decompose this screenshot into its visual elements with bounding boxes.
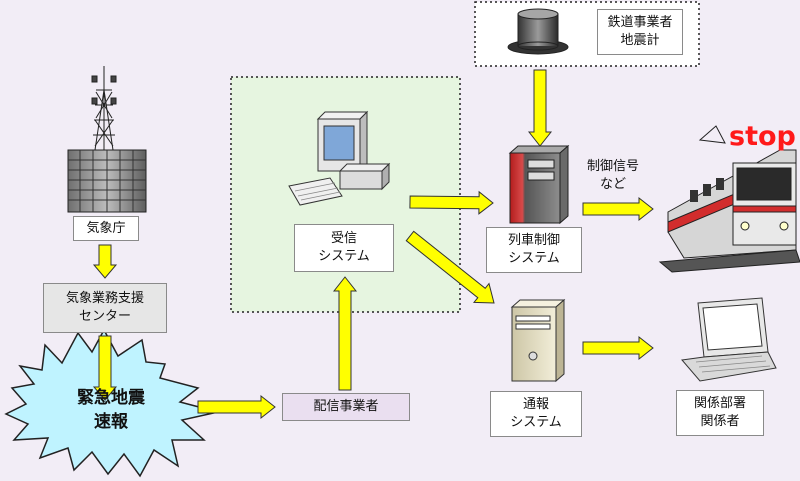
receiver-label: 受信 システム	[294, 224, 394, 272]
eew-line-1: 緊急地震	[77, 388, 145, 408]
receiver-line-1: 受信	[330, 231, 357, 246]
control-signal-line-2: など	[599, 177, 626, 192]
jma-building-icon	[67, 149, 147, 213]
seismometer-icon	[507, 8, 569, 55]
support-center-line-2: センター	[78, 309, 131, 324]
control-signal-line-1: 制御信号	[586, 159, 639, 174]
eew-line-2: 速報	[94, 412, 128, 432]
train-control-line-1: 列車制御	[507, 233, 560, 248]
eew-burst-shape	[4, 328, 219, 478]
arrow-jma-to-support	[92, 244, 118, 279]
receiver-line-2: システム	[318, 249, 370, 264]
seismometer-line-2: 地震計	[620, 33, 660, 48]
computer-icon	[288, 110, 391, 206]
notification-line-2: システム	[510, 415, 562, 430]
control-signal-label: 制御信号 など	[570, 158, 656, 194]
staff-line-1: 関係部署	[693, 396, 746, 411]
staff-line-2: 関係者	[700, 414, 740, 429]
arrow-support-to-eew	[92, 335, 118, 401]
arrow-distributor-to-receiver	[332, 276, 358, 391]
arrow-seismometer-to-control	[527, 69, 553, 147]
support-center-line-1: 気象業務支援	[65, 291, 144, 306]
arrow-receiver-to-notification	[405, 230, 495, 304]
arrow-receiver-to-control	[409, 190, 494, 215]
notification-line-1: 通報	[522, 397, 549, 412]
laptop-icon	[681, 297, 777, 382]
eew-label: 緊急地震 速報	[56, 386, 166, 434]
jma-label: 気象庁	[73, 216, 139, 241]
server-icon	[510, 298, 566, 383]
support-center-label: 気象業務支援 センター	[43, 283, 167, 333]
seismometer-label: 鉄道事業者 地震計	[597, 9, 683, 55]
arrow-control-to-train	[582, 196, 654, 222]
notification-label: 通報 システム	[490, 391, 582, 437]
staff-label: 関係部署 関係者	[676, 390, 764, 436]
distributor-text: 配信事業者	[313, 399, 379, 414]
arrow-notification-to-staff	[582, 335, 654, 361]
arrow-eew-to-distributor	[197, 394, 276, 420]
jma-text: 気象庁	[86, 220, 126, 236]
train-control-line-2: システム	[508, 251, 560, 266]
antenna-tower-icon	[91, 66, 117, 152]
distributor-label: 配信事業者	[282, 393, 410, 421]
train-control-label: 列車制御 システム	[486, 227, 582, 273]
control-server-icon	[508, 144, 570, 225]
train-icon	[658, 125, 800, 273]
seismometer-line-1: 鉄道事業者	[607, 15, 673, 30]
stop-label: stop	[729, 121, 796, 152]
